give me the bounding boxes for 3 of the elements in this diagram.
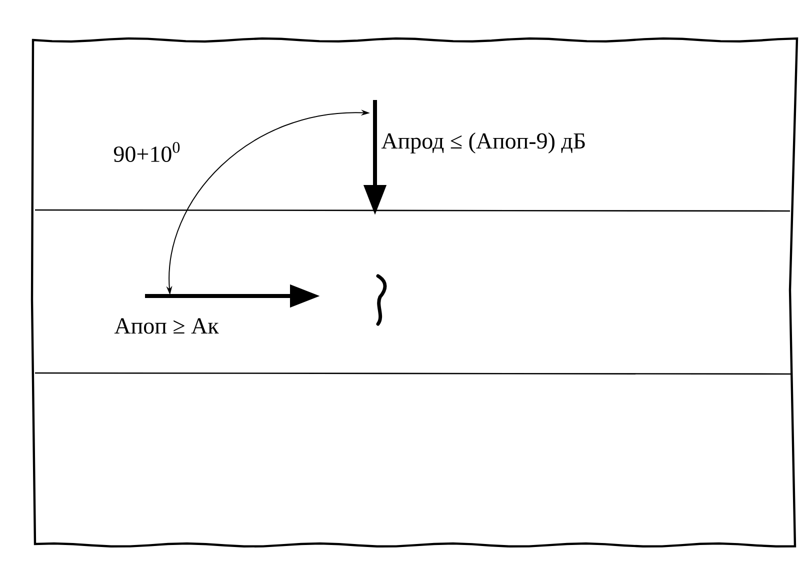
condition-label: Апоп ≥ Ак (114, 318, 219, 334)
angle-label: 90+10$^{0}$ (114, 142, 180, 162)
condition-label: Апрод ≤ (Апоп-9) дБ (381, 132, 585, 154)
